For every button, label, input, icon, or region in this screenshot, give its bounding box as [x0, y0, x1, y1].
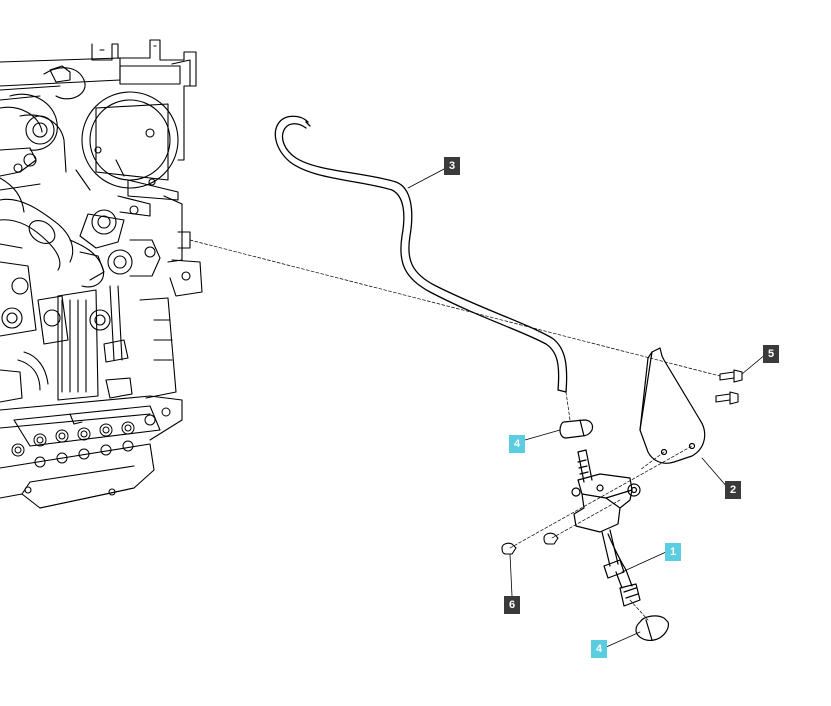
assembly-lines	[189, 239, 721, 621]
callout-6: 6	[504, 596, 520, 614]
sensor-assembly	[571, 449, 641, 607]
leader-lines	[407, 167, 767, 649]
callout-3: 3	[444, 157, 460, 175]
engine-assembly	[0, 39, 203, 509]
bolts-part-5	[715, 369, 743, 405]
bracket	[639, 347, 706, 464]
callout-1: 1	[665, 543, 681, 561]
caps-part-4	[559, 419, 669, 641]
callout-2: 2	[725, 481, 741, 499]
callout-4-upper: 4	[509, 435, 525, 453]
callout-4-lower: 4	[591, 640, 607, 658]
hose	[274, 115, 568, 393]
callout-5: 5	[763, 345, 779, 363]
screws-part-6	[501, 532, 559, 555]
